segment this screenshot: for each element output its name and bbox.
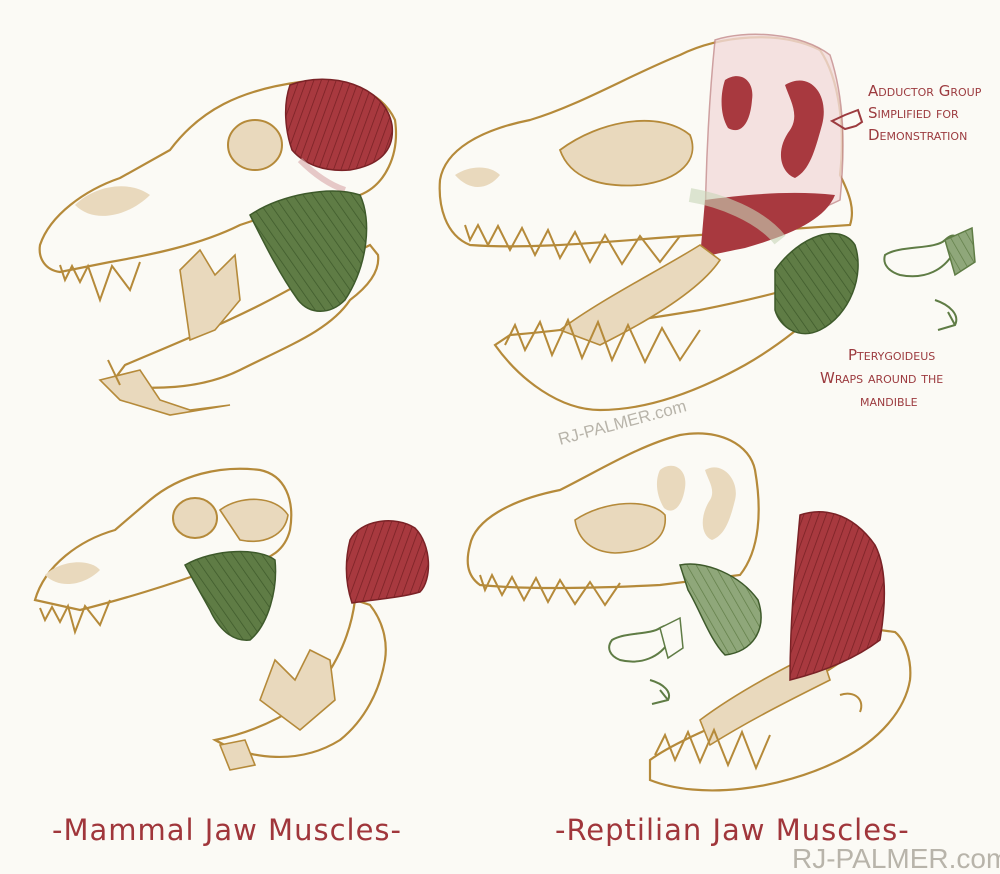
reptile-skull-open — [466, 432, 912, 792]
mammal-orbit — [227, 119, 283, 171]
mammal-temporalis-muscle — [284, 78, 394, 172]
mammal-open-temporalis — [345, 520, 430, 604]
pterygoideus-annotation: Pterygoideus Wraps around the mandible — [820, 346, 943, 410]
mammal-skull-open — [33, 467, 430, 771]
pterygoideus-annotation-line-1: Pterygoideus — [848, 346, 935, 364]
mammal-masseter-muscle — [249, 190, 368, 312]
reptile-open-pterygoideus — [679, 563, 762, 656]
arrow-left-icon — [829, 108, 864, 131]
reptile-fenestra-lower — [780, 80, 824, 178]
reptile-open-mandible — [648, 628, 912, 792]
curl-arrow-icon — [608, 616, 684, 705]
reptile-fenestra-upper — [721, 76, 753, 131]
mammal-skull-closed — [38, 78, 398, 416]
mammal-caption: -Mammal Jaw Muscles- — [52, 813, 402, 847]
corner-watermark: RJ-PALMER.com — [792, 843, 1000, 874]
reptilian-caption: -Reptilian Jaw Muscles- — [555, 813, 910, 847]
mammal-open-masseter — [183, 550, 277, 641]
pterygoideus-annotation-line-3: mandible — [860, 392, 918, 410]
mammal-open-cranium — [33, 467, 293, 612]
reptile-pterygoideus-muscle — [774, 232, 859, 335]
curl-arrow-icon — [883, 226, 976, 331]
adductor-annotation: Adductor Group Simplified for Demonstrat… — [868, 82, 982, 144]
pterygoideus-annotation-line-2: Wraps around the — [820, 369, 943, 387]
reptile-open-adductor — [789, 511, 885, 681]
reptile-skull-closed — [438, 33, 859, 412]
adductor-annotation-line-3: Demonstration — [868, 126, 967, 144]
adductor-annotation-line-1: Adductor Group — [868, 82, 982, 100]
adductor-annotation-line-2: Simplified for — [868, 104, 959, 122]
